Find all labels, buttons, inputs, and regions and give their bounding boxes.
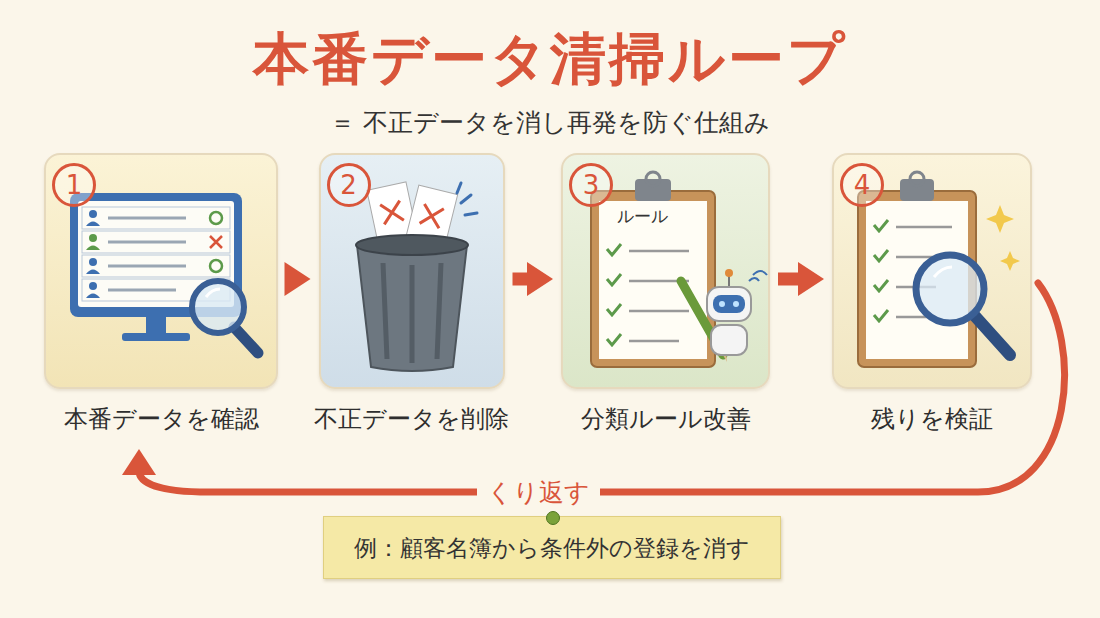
step-card: 4	[832, 153, 1032, 389]
step-node: 3ルール分類ルール改善	[561, 153, 770, 435]
edge-label: くり返す	[477, 476, 600, 509]
step-label: 分類ルール改善	[581, 403, 751, 435]
step-label: 本番データを確認	[64, 403, 259, 435]
step-label: 不正データを削除	[314, 403, 509, 435]
step-node: 4 残りを検証	[832, 153, 1032, 435]
step-card: 1	[44, 153, 278, 389]
subtitle: ＝ 不正データを消し再発を防ぐ仕組み	[0, 106, 1100, 139]
flow-arrow	[285, 262, 311, 296]
pin-dot	[546, 511, 560, 525]
step-card: 2	[319, 153, 505, 389]
step-number: 3	[569, 163, 613, 207]
flow-arrow	[513, 262, 554, 296]
diagram-title: 本番データ清掃ループ	[0, 22, 1100, 98]
step-number: 2	[327, 163, 371, 207]
step-number: 1	[52, 163, 96, 207]
note-text: 例：顧客名簿から条件外の登録を消す	[354, 533, 750, 564]
clipboard-heading: ルール	[617, 205, 668, 228]
step-label: 残りを検証	[871, 403, 993, 435]
step-number: 4	[840, 163, 884, 207]
arrow-head	[527, 262, 553, 296]
flow-arrow	[778, 262, 824, 296]
step-node: 2 不正データを削除	[314, 153, 509, 435]
arrow-head	[285, 262, 311, 296]
arrow-head	[798, 262, 824, 296]
arrow-head	[122, 449, 156, 475]
step-node: 1 本番データを確認	[44, 153, 278, 435]
step-card: 3ルール	[561, 153, 770, 389]
example-note: 例：顧客名簿から条件外の登録を消す	[323, 516, 781, 579]
